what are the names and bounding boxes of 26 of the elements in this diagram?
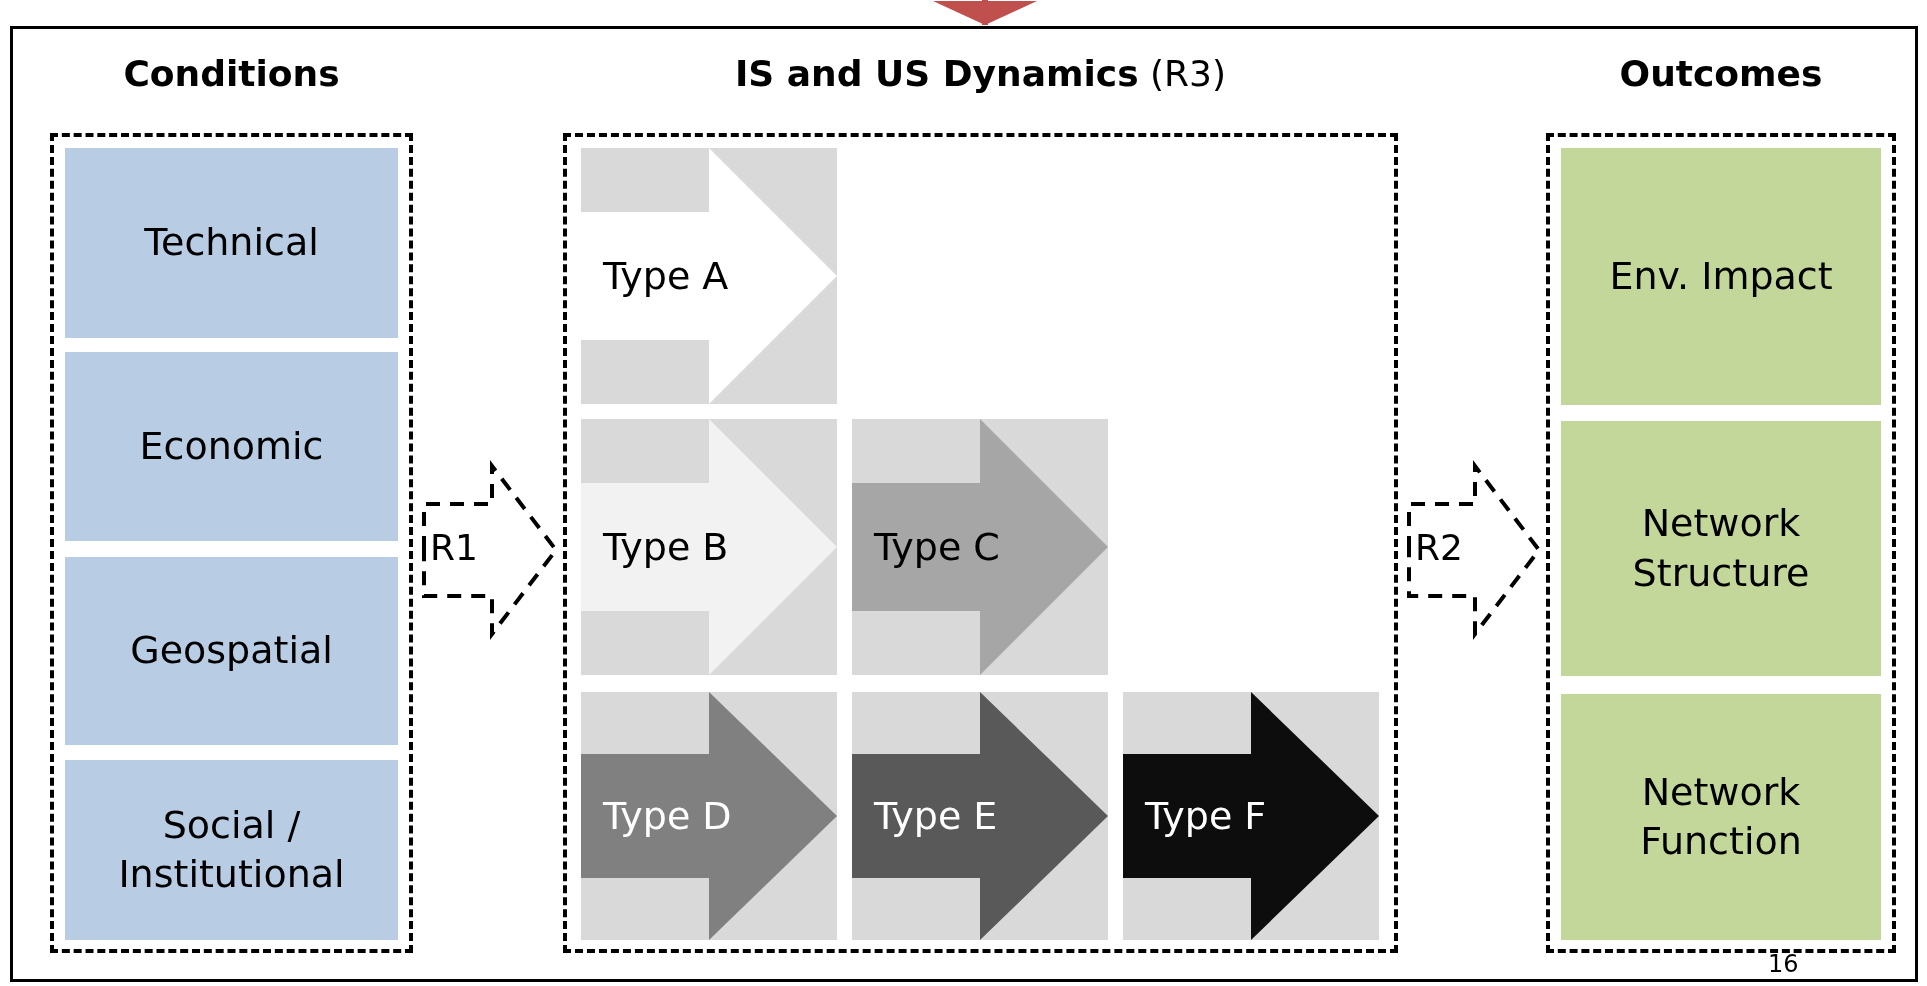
condition-box: Geospatial	[65, 557, 398, 745]
arrow-tile	[1123, 692, 1379, 940]
arrow-tile	[581, 419, 837, 675]
condition-box: Economic	[65, 352, 398, 541]
tile-label: Type B	[603, 525, 729, 569]
group-heading: Outcomes	[1619, 52, 1823, 94]
group-heading: Conditions	[123, 52, 340, 94]
arrow-tile	[852, 692, 1108, 940]
group-heading: IS and US Dynamics (R3)	[734, 52, 1227, 94]
condition-box: Technical	[65, 148, 398, 338]
condition-box: Social / Institutional	[65, 760, 398, 940]
arrow-tile	[852, 419, 1108, 675]
tile-label: Type E	[874, 794, 998, 838]
tile-label: Type C	[874, 525, 1000, 569]
outcome-box: Network Structure	[1561, 421, 1881, 676]
page-number: 16	[1768, 952, 1799, 976]
arrow	[933, 0, 1037, 25]
arrow-tile	[581, 692, 837, 940]
outcome-box: Env. Impact	[1561, 148, 1881, 405]
block-arrow	[1407, 460, 1542, 640]
tile-label: Type D	[603, 794, 732, 838]
outcome-box: Network Function	[1561, 694, 1881, 940]
arrow-tile	[581, 148, 837, 404]
tile-label: Type F	[1145, 794, 1267, 838]
tile-label: Type A	[603, 254, 729, 298]
frame-border	[10, 26, 1918, 982]
